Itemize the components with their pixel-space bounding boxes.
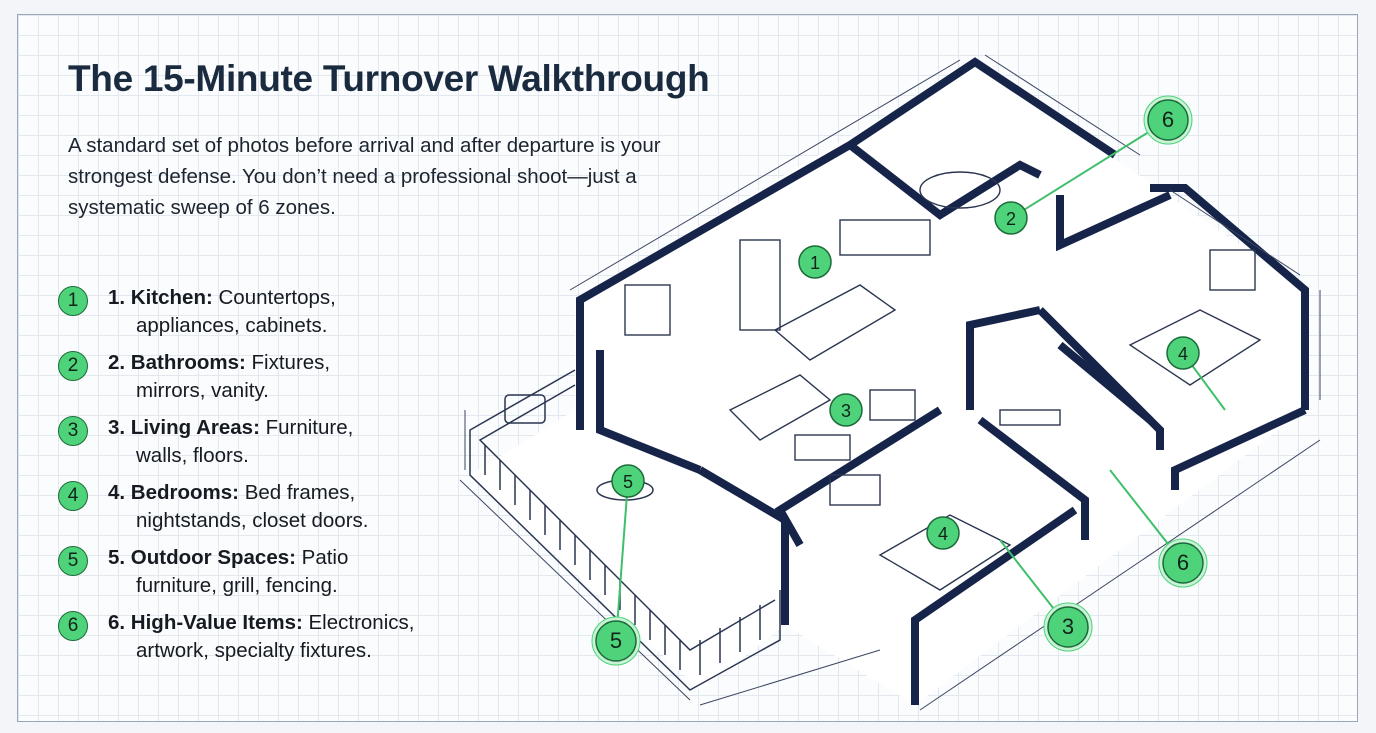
zone-marker-label: 1: [810, 253, 820, 273]
patio-deck: [469, 369, 781, 691]
zone-desc-2: furniture, grill, fencing.: [136, 574, 338, 597]
zone-badge: 2: [58, 351, 88, 381]
zone-label: 1. Kitchen:: [108, 286, 213, 309]
zone-marker-3: 3: [829, 393, 863, 427]
zone-marker-label: 3: [841, 401, 851, 421]
zone-marker-4: 4: [926, 516, 960, 550]
zone-marker-label: 5: [610, 628, 622, 653]
zone-badge: 6: [58, 611, 88, 641]
zone-marker-label: 3: [1062, 614, 1074, 639]
zone-marker-label: 2: [1006, 209, 1016, 229]
zone-marker-label: 6: [1162, 107, 1174, 132]
zone-desc: Countertops,: [212, 286, 336, 309]
walls: [576, 57, 1309, 705]
zone-marker-1: 1: [798, 245, 832, 279]
zone-marker-5: 5: [591, 616, 641, 666]
dimension-lines: [459, 54, 1321, 711]
page-title: The 15-Minute Turnover Walkthrough: [68, 58, 710, 99]
zone-label: 3. Living Areas:: [108, 416, 260, 439]
intro-text: A standard set of photos before arrival …: [68, 134, 661, 219]
zone-marker-6: 6: [1158, 538, 1208, 588]
zone-desc: Bed frames,: [239, 481, 356, 504]
zone-marker-6: 6: [1143, 95, 1193, 145]
zone-badge: 1: [58, 286, 88, 316]
zone-marker-label: 5: [623, 472, 633, 492]
furniture-sketch: [624, 171, 1262, 591]
zone-badge: 5: [58, 546, 88, 576]
zone-label: 5. Outdoor Spaces:: [108, 546, 296, 569]
zone-desc-2: mirrors, vanity.: [136, 379, 269, 402]
zone-marker-label: 4: [938, 524, 948, 544]
zone-marker-2: 2: [994, 201, 1028, 235]
zone-desc-2: artwork, specialty fixtures.: [136, 639, 372, 662]
zone-desc: Electronics,: [302, 611, 415, 634]
zone-label: 2. Bathrooms:: [108, 351, 246, 374]
zone-desc: Furniture,: [259, 416, 354, 439]
zone-desc: Fixtures,: [245, 351, 331, 374]
zone-marker-5: 5: [611, 464, 645, 498]
zone-desc-2: walls, floors.: [136, 444, 249, 467]
zone-marker-3: 3: [1043, 602, 1093, 652]
zone-label: 6. High-Value Items:: [108, 611, 303, 634]
zone-badge: 4: [58, 481, 88, 511]
zone-marker-label: 4: [1178, 344, 1188, 364]
zone-desc-2: nightstands, closet doors.: [136, 509, 369, 532]
zone-marker-label: 6: [1177, 550, 1189, 575]
zone-marker-4: 4: [1166, 336, 1200, 370]
zone-desc-2: appliances, cabinets.: [136, 314, 328, 337]
floor-area: [470, 62, 1305, 705]
zone-badge: 3: [58, 416, 88, 446]
zone-desc: Patio: [295, 546, 349, 569]
zone-markers: 1 2 3 4 4 5 6 6 3 5: [591, 95, 1208, 666]
zone-label: 4. Bedrooms:: [108, 481, 239, 504]
